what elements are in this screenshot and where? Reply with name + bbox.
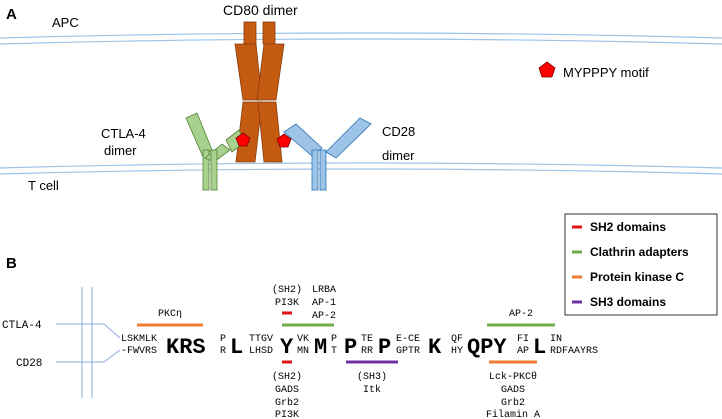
seq-cd28-hy: HY [451,346,463,357]
seq-l1-large: L [230,335,243,360]
ctla4-label-line1: CTLA-4 [101,126,146,141]
seq-cd28-ap: AP [517,346,529,357]
annotation-pi3k-bottom: PI3K [275,410,299,419]
seq-ctla4-qf: QF [451,334,463,345]
cd28-dimer [283,117,372,191]
cd28-label-line2: dimer [382,148,415,163]
seq-m-large: M [314,335,327,360]
annotation-lck-pkc-theta: Lck-PKCθ [489,371,537,383]
cd80-label: CD80 dimer [223,2,298,18]
seq-qpy-large: QPY [467,335,507,360]
annotation-gads-2: GADS [501,385,525,396]
seq-y1-large: Y [280,335,294,360]
legend-label-sh3: SH3 domains [590,295,666,309]
seq-p3-large: P [378,335,391,360]
panel-b-letter: B [6,255,17,272]
annotation-grb2-2: Grb2 [501,397,525,409]
seq-ctla4-vk: VK [297,334,309,345]
seq-cd28-start: -FWVRS [121,346,157,357]
tcell-membrane [0,162,722,175]
seq-l2-large: L [533,335,546,360]
seq-cd28-lhsd: LHSD [249,346,273,357]
seq-ctla4-p1: P [220,334,226,345]
annotation-pkc-eta: PKCη [158,309,182,320]
annotation-lrba: LRBA [312,285,336,296]
annotation-sh2-bottom: (SH2) [272,371,302,383]
seq-cd28-rr: RR [361,346,373,357]
legend-label-sh2: SH2 domains [590,220,666,234]
seq-cd28-rdfaayrs: RDFAAYRS [550,346,598,357]
seq-ctla4-ece: E-CE [396,334,420,345]
annotation-gads: GADS [275,385,299,396]
tcell-label: T cell [28,178,59,193]
ctla4-dimer [185,112,246,191]
motif-pentagon-left [235,132,251,147]
seq-ctla4-ttgv: TTGV [249,334,273,345]
apc-label: APC [52,15,79,30]
sequence-alignment: LSKMLK -FWVRS KRS P R L TTGV LHSD Y VK M… [121,334,598,360]
cd28-receptor-label: CD28 [16,358,42,370]
seq-ctla4-in: IN [550,334,562,345]
annotation-ap2-right: AP-2 [509,309,533,320]
seq-kr-large: KRS [166,335,206,360]
annotation-ap2: AP-2 [312,311,336,322]
seq-cd28-r1: R [220,346,226,357]
legend-box: SH2 domains Clathrin adapters Protein ki… [564,213,718,316]
legend-label-clathrin: Clathrin adapters [590,245,689,259]
annotation-sh2-top: (SH2) [272,284,302,296]
annotation-grb2: Grb2 [275,397,299,409]
cd28-label-line1: CD28 [382,124,415,139]
annotation-sh3: (SH3) [357,371,387,383]
motif-legend-pentagon [538,61,556,78]
seq-k-large: K [428,335,442,360]
annotation-pi3k-top: PI3K [275,298,299,309]
annotation-ap1: AP-1 [312,298,336,309]
seq-ctla4-te: TE [361,334,373,345]
annotation-itk: Itk [363,384,381,396]
panel-a-letter: A [6,6,17,23]
ctla4-receptor-label: CTLA-4 [2,320,42,332]
seq-cd28-mn: MN [297,346,309,357]
membrane-vertical-lines [81,287,93,398]
seq-ctla4-p2: P [331,334,337,345]
annotation-filamin-a: Filamin A [486,409,540,419]
seq-cd28-gptr: GPTR [396,346,420,357]
seq-p2-large: P [344,335,357,360]
motif-pentagon-right [276,133,292,148]
apc-membrane [0,32,722,45]
ctla4-label-line2: dimer [104,143,137,158]
receptor-connectors [56,323,121,363]
legend-label-pkc: Protein kinase C [590,270,684,284]
seq-cd28-t: T [331,346,337,357]
motif-legend-label: MYPPPY motif [563,65,649,80]
seq-ctla4-start: LSKMLK [121,334,157,345]
seq-ctla4-fi: FI [517,334,529,345]
